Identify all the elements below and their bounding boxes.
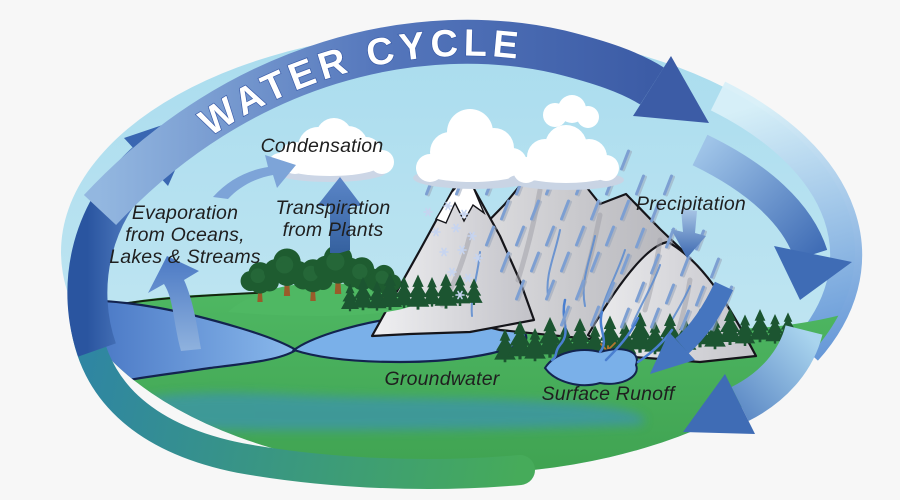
evaporation-arrow [148,256,201,351]
pond [543,348,638,387]
label-evaporation-1: Evaporation [132,202,238,224]
right-rim-band [710,81,863,361]
precipitation-cycle-arrow [692,134,852,300]
transpiration-arrow [317,177,362,253]
rain-cloud-right [508,95,624,190]
title-band-arrowhead [633,56,709,123]
label-surface-runoff: Surface Runoff [542,383,677,405]
groundwater-area [91,392,645,431]
condensation-arrow [213,155,296,199]
label-transpiration-2: from Plants [283,219,384,241]
runoff-return-arrow-large [683,324,823,434]
label-groundwater: Groundwater [385,368,501,390]
label-transpiration-1: Transpiration [276,197,391,219]
label-evaporation-2: from Oceans, [125,224,244,246]
label-evaporation-3: Lakes & Streams [109,246,261,268]
diagram-labels: Condensation Transpiration from Plants E… [109,135,746,405]
condensation-cloud [268,118,394,182]
label-condensation: Condensation [261,135,384,157]
bottom-cycle-band [70,307,535,489]
label-precipitation: Precipitation [636,193,746,215]
runoff-return-arrow-medium [650,281,734,374]
precipitation-arrow [671,209,706,258]
precipitation-cycle-arrowhead [774,246,852,300]
